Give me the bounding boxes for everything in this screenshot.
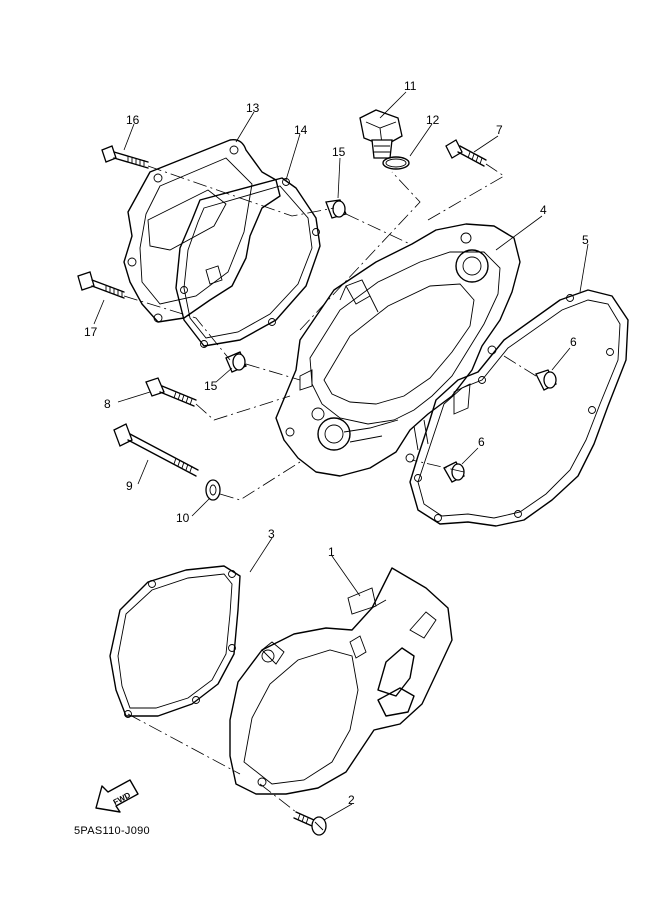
- callout-15-upper: 15: [332, 145, 346, 159]
- part-1-side-cover[interactable]: [229, 567, 453, 795]
- callout-10: 10: [176, 511, 190, 525]
- fwd-arrow-icon: FWD: [95, 779, 139, 813]
- callout-11: 11: [404, 79, 417, 93]
- callout-12: 12: [426, 113, 440, 127]
- callout-7: 7: [496, 123, 503, 137]
- part-9-bolt[interactable]: [113, 423, 199, 477]
- callout-8: 8: [104, 397, 111, 411]
- part-12-o-ring[interactable]: [382, 156, 410, 170]
- part-5-gasket[interactable]: [409, 289, 629, 527]
- leader-lines: [93, 91, 589, 821]
- callout-3: 3: [268, 527, 275, 541]
- part-16-bolt[interactable]: [101, 145, 149, 169]
- callout-numbers: 11 12 13 14 16 15 7 4 5 17 6 15 8 6 9 10…: [84, 79, 589, 807]
- part-6-dowel-upper[interactable]: [535, 369, 557, 391]
- part-8-bolt[interactable]: [145, 377, 197, 407]
- part-13-crankcase-cover[interactable]: [123, 139, 281, 323]
- fwd-label: FWD: [112, 790, 133, 807]
- callout-4: 4: [540, 203, 547, 217]
- part-2-screw[interactable]: [293, 811, 327, 836]
- alignment-lines: [123, 163, 537, 813]
- part-3-gasket[interactable]: [109, 565, 241, 718]
- part-14-gasket[interactable]: [175, 177, 321, 348]
- part-17-bolt[interactable]: [77, 271, 125, 299]
- part-7-bolt[interactable]: [445, 139, 487, 167]
- callout-13: 13: [246, 101, 260, 115]
- callout-5: 5: [582, 233, 589, 247]
- diagram-code: 5PAS110-J090: [74, 825, 150, 837]
- part-11-filler-plug[interactable]: [359, 109, 403, 159]
- callout-6-lower: 6: [478, 435, 485, 449]
- callout-9: 9: [126, 479, 133, 493]
- part-15-dowel-lower[interactable]: [225, 351, 247, 373]
- callout-2: 2: [348, 793, 355, 807]
- part-6-dowel-lower[interactable]: [443, 461, 465, 483]
- part-10-washer[interactable]: [205, 479, 221, 501]
- part-4-crankcase[interactable]: [275, 223, 521, 477]
- callout-16: 16: [126, 113, 140, 127]
- callout-6-upper: 6: [570, 335, 577, 349]
- callout-1: 1: [328, 545, 335, 559]
- callout-17: 17: [84, 325, 98, 339]
- part-15-dowel-upper[interactable]: [325, 199, 347, 219]
- callout-14: 14: [294, 123, 308, 137]
- callout-15-lower: 15: [204, 379, 218, 393]
